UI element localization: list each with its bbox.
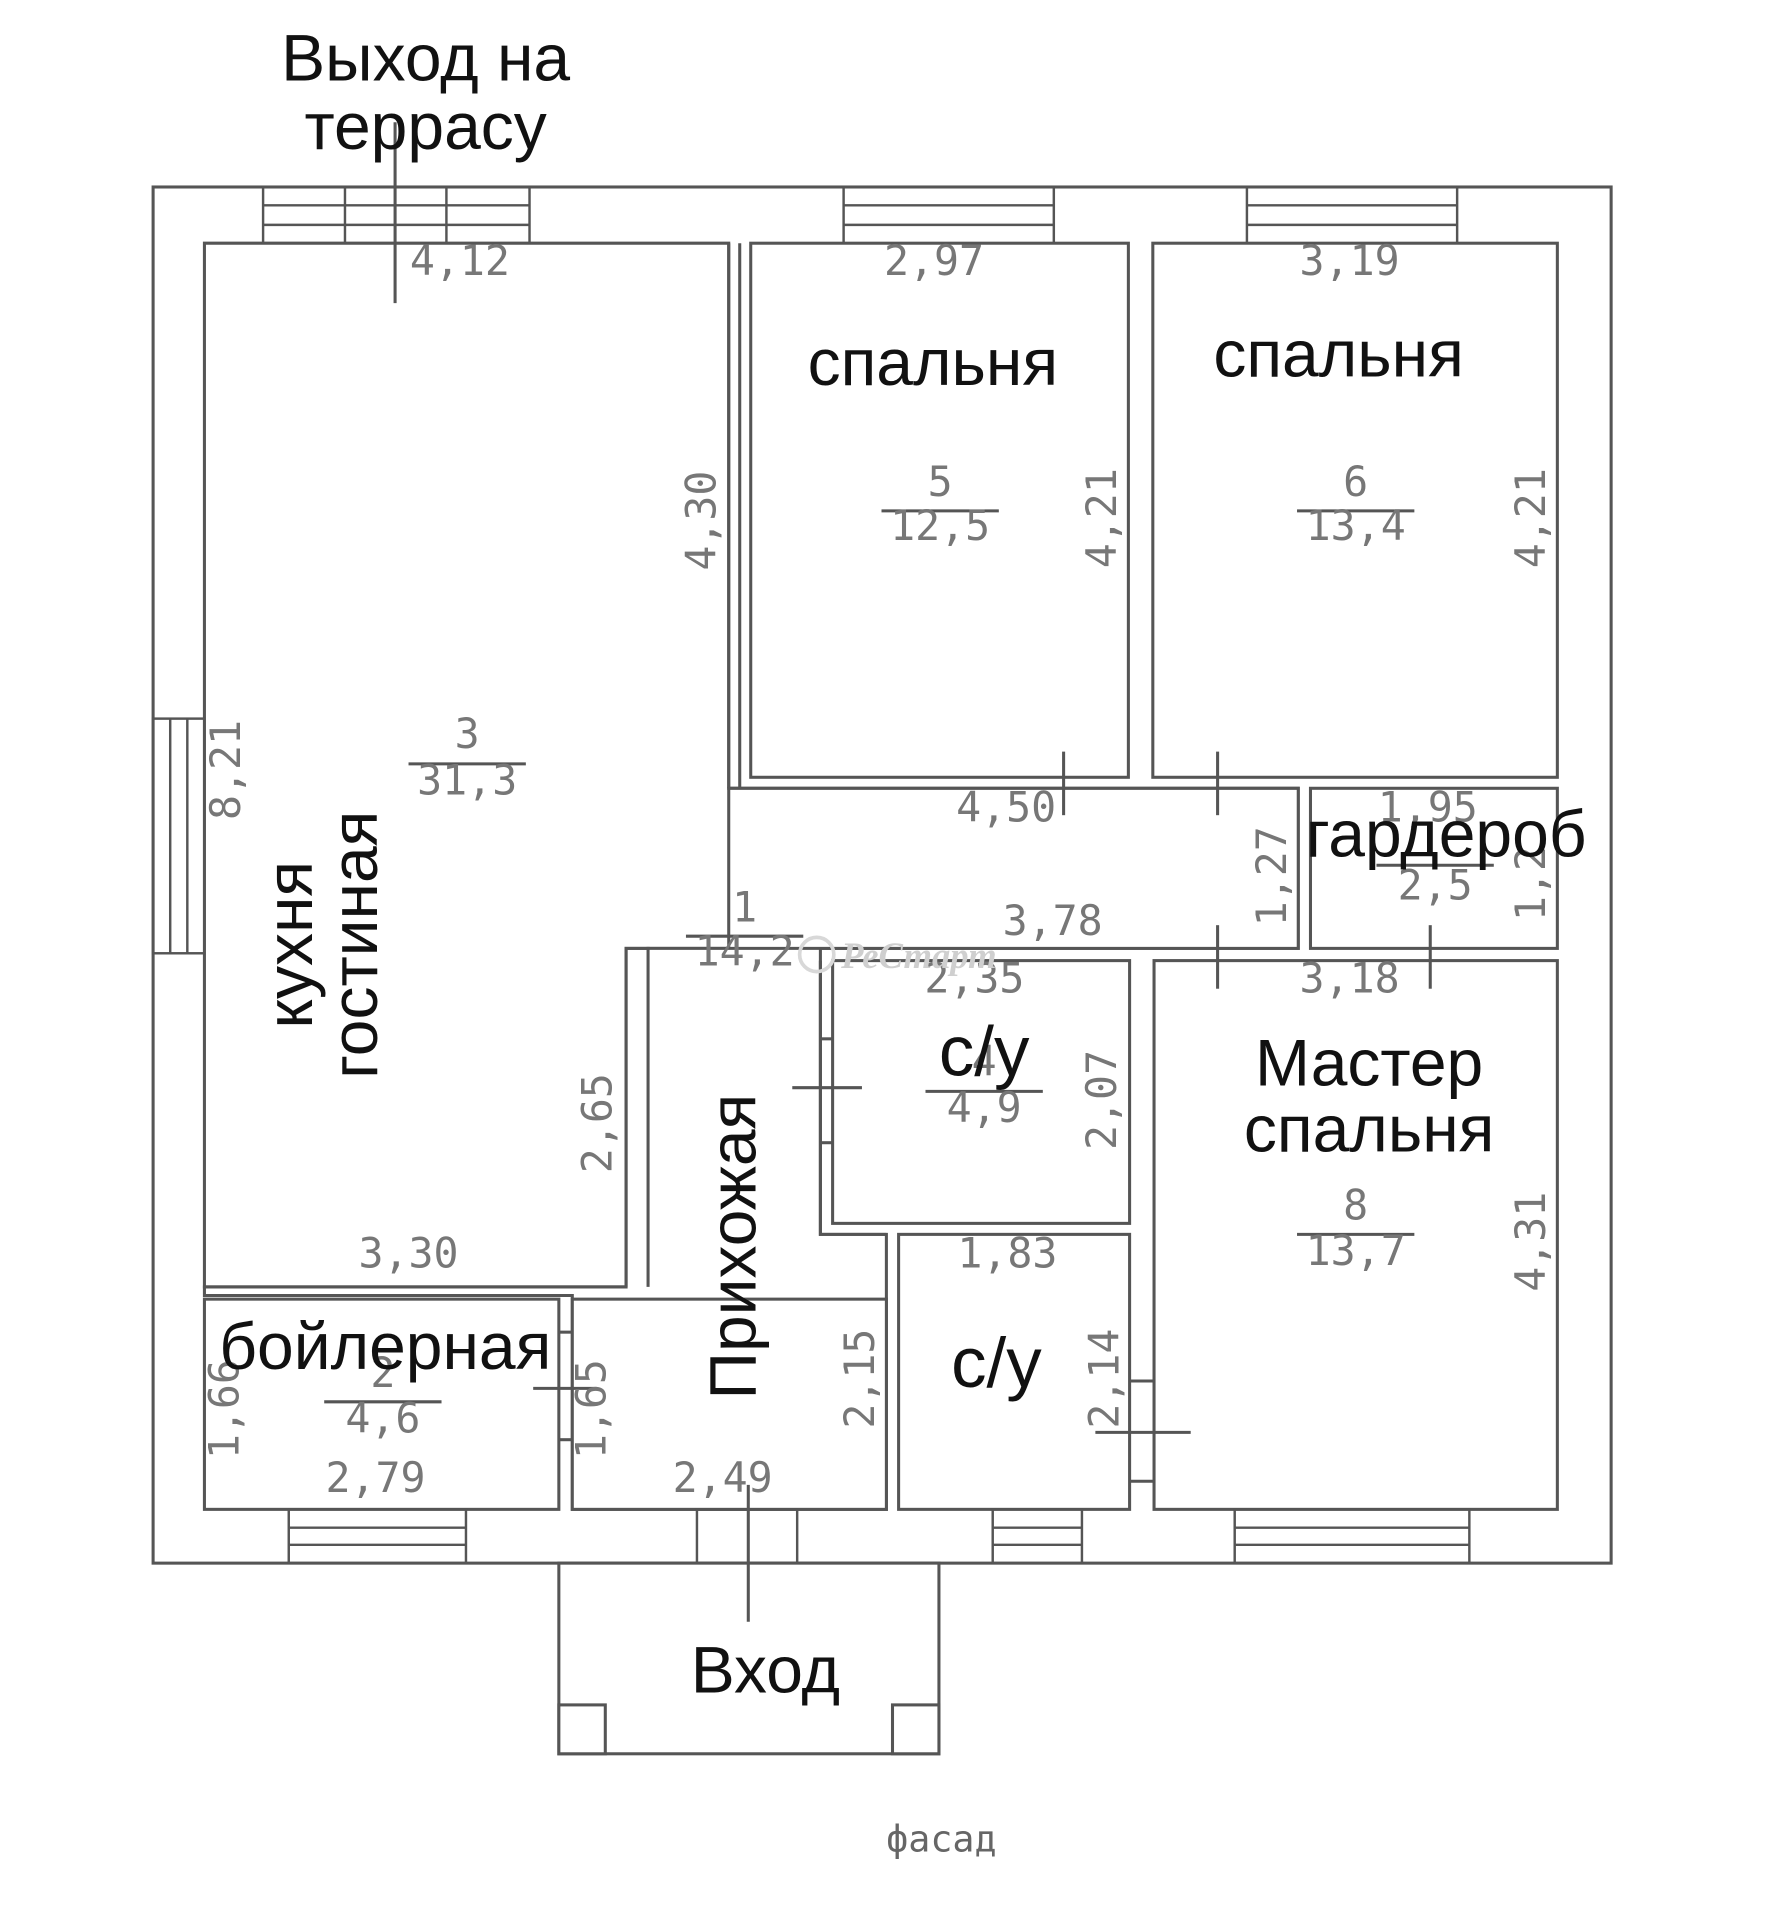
dim-1-2: 1,2 bbox=[1506, 846, 1555, 921]
room-3-marker: 3 31,3 bbox=[408, 709, 526, 804]
dim-2-35: 2,35 bbox=[924, 953, 1024, 1002]
dim-4-31: 4,31 bbox=[1506, 1192, 1555, 1292]
svg-text:2: 2 bbox=[370, 1348, 395, 1397]
dim-4-50: 4,50 bbox=[956, 782, 1056, 831]
dim-2-15: 2,15 bbox=[835, 1329, 884, 1429]
svg-text:5: 5 bbox=[928, 457, 953, 506]
svg-text:4: 4 bbox=[972, 1036, 997, 1085]
dim-2-79: 2,79 bbox=[325, 1453, 425, 1502]
room-7-marker: 2,5 bbox=[1376, 861, 1494, 910]
svg-text:13,4: 13,4 bbox=[1306, 501, 1406, 550]
dim-4-21-b: 4,21 bbox=[1506, 468, 1555, 568]
dim-8-21: 8,21 bbox=[201, 720, 250, 820]
watermark-logo-icon bbox=[797, 935, 836, 974]
dim-2-14: 2,14 bbox=[1080, 1329, 1129, 1429]
svg-text:12,5: 12,5 bbox=[890, 501, 990, 550]
dim-1-83: 1,83 bbox=[957, 1228, 1057, 1277]
dim-1-65: 1,65 bbox=[566, 1359, 615, 1459]
label-wardrobe: гардероб bbox=[1306, 797, 1587, 871]
window-bottom-middle bbox=[991, 1508, 1084, 1565]
door-markers bbox=[393, 122, 1432, 1622]
dim-4-12: 4,12 bbox=[410, 236, 510, 285]
dim-3-19: 3,19 bbox=[1300, 236, 1400, 285]
watermark: РеСтарт bbox=[840, 935, 997, 976]
dim-2-65: 2,65 bbox=[572, 1073, 621, 1173]
dim-3-30: 3,30 bbox=[358, 1228, 458, 1277]
svg-text:13,7: 13,7 bbox=[1306, 1226, 1406, 1275]
label-living-line1: кухня bbox=[252, 861, 326, 1029]
window-top-right bbox=[1245, 185, 1459, 245]
svg-text:6: 6 bbox=[1343, 457, 1368, 506]
svg-text:4,6: 4,6 bbox=[345, 1393, 420, 1442]
room-hall-inner bbox=[570, 1297, 888, 1511]
svg-text:8: 8 bbox=[1343, 1181, 1368, 1230]
partition-wall bbox=[624, 946, 650, 1287]
svg-text:14,2: 14,2 bbox=[695, 926, 795, 975]
room-4-marker: 4 4,9 bbox=[925, 1036, 1043, 1132]
window-bottom-right bbox=[1233, 1508, 1471, 1565]
svg-text:2,5: 2,5 bbox=[1398, 861, 1473, 910]
label-bedroom-1: спальня bbox=[808, 325, 1058, 399]
dim-1-66: 1,66 bbox=[200, 1359, 249, 1459]
label-terrace-line2: террасу bbox=[305, 89, 547, 163]
room-2-marker: 2 4,6 bbox=[324, 1348, 442, 1442]
label-terrace-line1: Выход на bbox=[281, 21, 570, 95]
partition-wall bbox=[818, 960, 887, 1236]
label-boiler: бойлерная bbox=[219, 1309, 551, 1383]
label-master-line1: Мастер bbox=[1255, 1025, 1483, 1099]
window-left bbox=[151, 717, 206, 955]
dim-1-27: 1,27 bbox=[1247, 826, 1296, 926]
svg-text:31,3: 31,3 bbox=[417, 755, 517, 804]
svg-text:1: 1 bbox=[732, 883, 757, 932]
room-7-wardrobe bbox=[1308, 786, 1559, 950]
label-hall: Прихожая bbox=[696, 1094, 770, 1400]
dim-4-30: 4,30 bbox=[676, 471, 725, 571]
dim-2-07: 2,07 bbox=[1077, 1050, 1126, 1150]
room-5-marker: 5 12,5 bbox=[881, 457, 999, 550]
room-2-boiler bbox=[202, 1297, 561, 1511]
label-entrance: Вход bbox=[691, 1633, 840, 1707]
label-master-line2: спальня bbox=[1244, 1091, 1494, 1165]
window-top-middle bbox=[842, 185, 1056, 245]
dim-3-78: 3,78 bbox=[1003, 896, 1103, 945]
svg-text:4,9: 4,9 bbox=[947, 1083, 1022, 1132]
room-1-marker: 1 14,2 bbox=[685, 883, 804, 975]
room-6-marker: 6 13,4 bbox=[1297, 457, 1415, 550]
window-bottom-left bbox=[287, 1508, 468, 1565]
label-bathroom-2: с/у bbox=[951, 1324, 1042, 1403]
dim-1-95: 1,95 bbox=[1378, 782, 1478, 831]
dim-4-21-a: 4,21 bbox=[1077, 468, 1126, 568]
dim-2-97: 2,97 bbox=[884, 236, 984, 285]
label-living-line2: гостиная bbox=[317, 811, 391, 1079]
label-bedroom-2: спальня bbox=[1213, 316, 1463, 390]
room-8-marker: 8 13,7 bbox=[1297, 1181, 1415, 1275]
label-facade: фасад bbox=[886, 1818, 996, 1861]
label-bathroom-1: с/у bbox=[939, 1012, 1030, 1091]
dim-2-49: 2,49 bbox=[673, 1453, 773, 1502]
svg-text:3: 3 bbox=[455, 709, 480, 758]
dim-3-18: 3,18 bbox=[1300, 953, 1400, 1002]
